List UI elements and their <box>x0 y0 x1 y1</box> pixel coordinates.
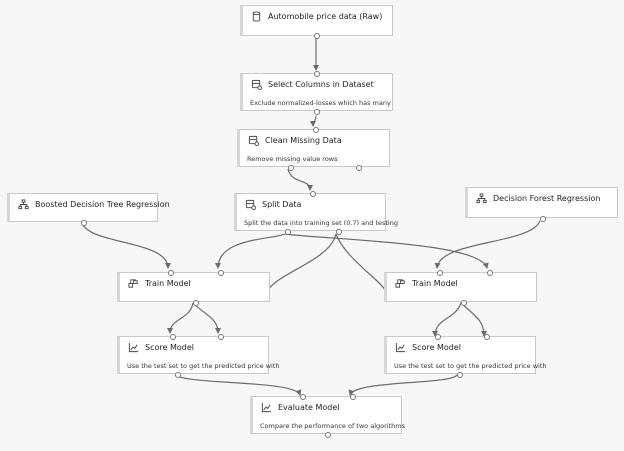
input-port[interactable] <box>437 270 443 276</box>
node-decision-forest[interactable]: Decision Forest Regression <box>465 187 618 222</box>
node-description: Use the test set to get the predicted pr… <box>127 362 280 370</box>
connector-boosted-to-train-left <box>81 222 171 269</box>
node-split-data[interactable]: Split Data Split the data into training … <box>234 191 398 235</box>
output-port[interactable] <box>314 109 320 115</box>
module-icon <box>251 79 262 90</box>
node-select-columns[interactable]: Select Columns in Dataset Exclude normal… <box>240 71 393 115</box>
input-port[interactable] <box>300 394 306 400</box>
node-automobile-price-data[interactable]: Automobile price data (Raw) <box>240 5 393 39</box>
node-title: Train Model <box>145 279 191 288</box>
node-clean-missing-data[interactable]: Clean Missing Data Remove missing value … <box>237 127 390 171</box>
output-port[interactable] <box>288 165 294 171</box>
module-icon <box>248 135 259 146</box>
node-description: Use the test set to get the predicted pr… <box>394 362 547 370</box>
output-port[interactable] <box>193 300 199 306</box>
node-title: Clean Missing Data <box>265 136 342 145</box>
input-port[interactable] <box>168 270 174 276</box>
connector-split-to-train-left <box>215 233 286 269</box>
score-icon <box>261 402 272 413</box>
node-description: Remove missing value rows <box>247 155 338 163</box>
connector-split-to-train-right <box>284 233 489 269</box>
connector-train-right-to-score-right <box>432 302 462 337</box>
input-port-2[interactable] <box>487 270 493 276</box>
train-icon <box>395 279 405 288</box>
train-icon <box>128 279 138 288</box>
output-port-2[interactable] <box>336 229 342 235</box>
input-port[interactable] <box>314 71 320 77</box>
score-icon <box>395 342 406 353</box>
node-title: Decision Forest Regression <box>493 194 601 203</box>
output-port[interactable] <box>540 216 546 222</box>
node-title: Evaluate Model <box>278 403 340 412</box>
connector-score-left-to-evaluate <box>174 374 302 396</box>
input-port[interactable] <box>310 191 316 197</box>
output-port-2[interactable] <box>356 165 362 171</box>
output-port[interactable] <box>457 372 463 378</box>
tree-icon <box>18 199 29 210</box>
node-title: Score Model <box>412 343 461 352</box>
connector-score-right-to-evaluate <box>348 374 458 396</box>
node-evaluate-model[interactable]: Evaluate Model Compare the performance o… <box>250 394 405 438</box>
input-port[interactable] <box>435 334 441 340</box>
node-title: Score Model <box>145 343 194 352</box>
connector-train-left-to-score-left-2 <box>192 302 221 334</box>
connector-select-to-clean <box>310 115 317 127</box>
tree-icon <box>476 193 487 204</box>
output-port[interactable] <box>81 220 87 226</box>
score-icon <box>128 342 139 353</box>
output-port[interactable] <box>175 372 181 378</box>
node-score-model-right[interactable]: Score Model Use the test set to get the … <box>384 334 547 378</box>
database-icon <box>252 11 261 22</box>
connector-clean-to-split <box>287 168 313 191</box>
node-train-model-right[interactable]: Train Model <box>384 270 537 306</box>
connector-train-right-to-score-right-2 <box>460 302 487 337</box>
connector-forest-to-train-right <box>434 220 541 269</box>
node-description: Compare the performance of two algorithm… <box>260 422 405 430</box>
node-score-model-left[interactable]: Score Model Use the test set to get the … <box>117 334 280 378</box>
node-description: Split the data into training set (0.7) a… <box>244 219 398 227</box>
input-port[interactable] <box>170 334 176 340</box>
input-port-2[interactable] <box>350 394 356 400</box>
connector-split-to-score-left <box>267 233 337 291</box>
node-title: Train Model <box>412 279 458 288</box>
node-title: Split Data <box>262 200 302 209</box>
input-port-2[interactable] <box>218 270 224 276</box>
node-description: Exclude normalized-losses which has many <box>250 99 391 107</box>
node-title: Automobile price data (Raw) <box>268 12 383 21</box>
module-icon <box>245 199 256 210</box>
node-boosted-decision-tree[interactable]: Boosted Decision Tree Regression <box>7 193 170 226</box>
output-port[interactable] <box>325 432 331 438</box>
connector-train-left-to-score-left <box>167 302 194 334</box>
node-train-model-left[interactable]: Train Model <box>117 270 270 306</box>
input-port[interactable] <box>313 127 319 133</box>
output-port[interactable] <box>314 33 320 39</box>
node-title: Select Columns in Dataset <box>268 80 374 89</box>
output-port[interactable] <box>285 229 291 235</box>
input-port-2[interactable] <box>484 334 490 340</box>
output-port[interactable] <box>461 300 467 306</box>
connector-split-to-score-right <box>335 233 386 291</box>
node-title: Boosted Decision Tree Regression <box>35 200 170 209</box>
input-port-2[interactable] <box>218 334 224 340</box>
